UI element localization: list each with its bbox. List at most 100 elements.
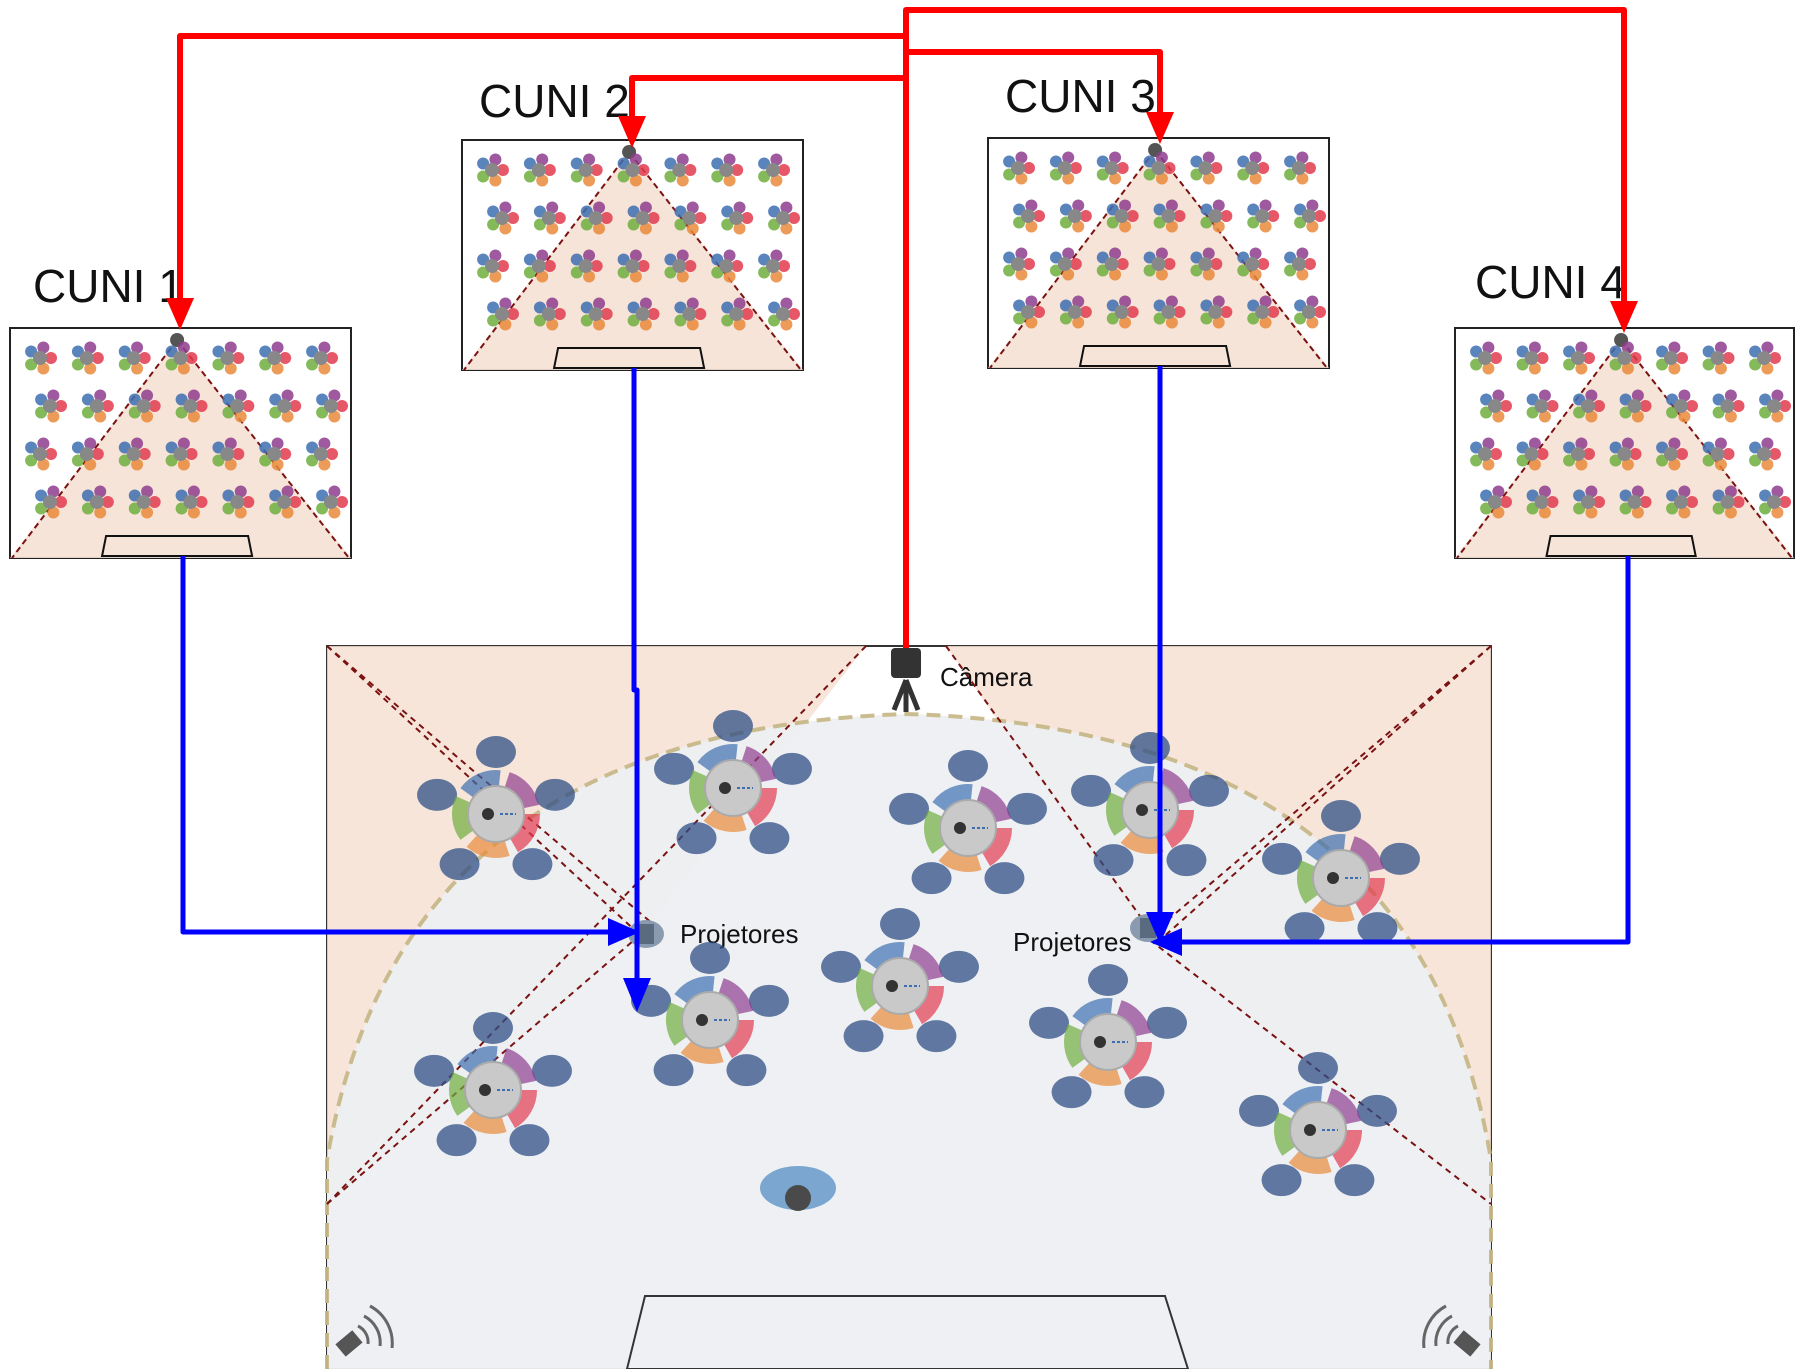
table-top xyxy=(681,991,739,1049)
chair xyxy=(148,496,161,508)
chair xyxy=(1119,295,1132,308)
cuni-2-title: CUNI 2 xyxy=(479,75,630,127)
chair xyxy=(1079,306,1092,318)
chair xyxy=(1482,437,1495,450)
chair xyxy=(224,458,237,471)
table-group xyxy=(414,1012,572,1157)
chair xyxy=(536,153,549,166)
video-downlink-lines xyxy=(180,366,1631,982)
chair xyxy=(531,1054,572,1087)
table-top xyxy=(1161,305,1176,319)
chair xyxy=(1146,1006,1187,1039)
chair xyxy=(639,222,652,235)
chair xyxy=(1321,800,1361,832)
chair xyxy=(1629,352,1642,364)
chair xyxy=(177,458,190,471)
uplink-arrowheads xyxy=(166,112,1638,333)
table-top xyxy=(33,447,47,461)
small-table-group xyxy=(1237,247,1270,281)
small-table-group xyxy=(627,297,660,331)
chair xyxy=(328,389,341,402)
chair xyxy=(1761,362,1774,375)
chair xyxy=(242,496,255,508)
table-top xyxy=(635,211,650,225)
video-uplink-lines xyxy=(177,7,1627,648)
table-top xyxy=(1664,447,1678,461)
chair xyxy=(224,362,237,375)
table-top xyxy=(729,307,744,321)
person-icon xyxy=(954,822,966,834)
chair xyxy=(1116,162,1129,174)
table-top xyxy=(1151,161,1166,175)
chair xyxy=(94,410,107,423)
cuni-1-room xyxy=(9,327,352,559)
chair xyxy=(1119,220,1132,233)
small-table-group xyxy=(1759,485,1791,519)
chair xyxy=(1079,210,1092,222)
small-table-group xyxy=(1573,389,1605,423)
small-table-group xyxy=(1573,485,1605,519)
table-top xyxy=(33,351,47,365)
chair xyxy=(1500,400,1512,412)
chair xyxy=(1015,268,1028,281)
chair xyxy=(770,174,783,187)
chair xyxy=(1334,1164,1375,1197)
small-table-group xyxy=(570,249,603,283)
chair xyxy=(1015,151,1028,164)
chair xyxy=(731,260,744,272)
chair xyxy=(234,506,247,519)
small-table-group xyxy=(1470,437,1502,471)
table-top xyxy=(1617,351,1632,365)
chair xyxy=(1379,842,1420,875)
chair xyxy=(489,153,502,166)
chair xyxy=(1621,362,1634,375)
chair xyxy=(911,862,952,895)
chair xyxy=(1062,172,1075,185)
chair xyxy=(593,297,606,310)
chair xyxy=(1249,151,1262,164)
chair xyxy=(1062,247,1075,260)
chair xyxy=(1356,1094,1397,1127)
chair xyxy=(1621,341,1634,354)
table-top xyxy=(776,307,790,321)
speaker-icon xyxy=(335,1304,394,1357)
chair xyxy=(1631,410,1644,423)
chair xyxy=(473,1012,513,1044)
table-top xyxy=(1581,495,1595,509)
chair xyxy=(1306,316,1319,329)
table-top xyxy=(1720,495,1735,509)
small-table-group xyxy=(1059,295,1092,329)
chair xyxy=(1528,458,1541,471)
camera-label: Câmera xyxy=(940,662,1033,692)
small-table-group xyxy=(128,389,161,423)
small-table-group xyxy=(269,485,302,519)
table-top xyxy=(1757,447,1771,461)
chair xyxy=(489,270,502,283)
table-top xyxy=(1302,209,1316,223)
table-top xyxy=(1151,257,1166,271)
small-table-group xyxy=(758,153,790,187)
chair xyxy=(1482,341,1495,354)
small-table-group xyxy=(316,485,348,519)
chair xyxy=(536,249,549,262)
table-top xyxy=(1710,447,1725,461)
small-table-group xyxy=(627,201,660,235)
small-table-group xyxy=(1702,341,1735,375)
table-top xyxy=(1524,351,1539,365)
chair xyxy=(948,750,988,782)
chair xyxy=(1528,341,1541,354)
chair xyxy=(553,308,566,320)
small-table-group xyxy=(487,297,519,331)
chair xyxy=(1482,458,1495,471)
chair xyxy=(1163,162,1176,174)
chair xyxy=(242,400,255,412)
small-table-group xyxy=(1480,389,1512,423)
chair xyxy=(1116,258,1129,270)
table-top xyxy=(43,495,57,509)
chair xyxy=(1202,247,1215,260)
chair xyxy=(1585,389,1598,402)
chair xyxy=(780,201,793,214)
chair xyxy=(1261,1164,1302,1197)
chair xyxy=(1093,844,1134,877)
